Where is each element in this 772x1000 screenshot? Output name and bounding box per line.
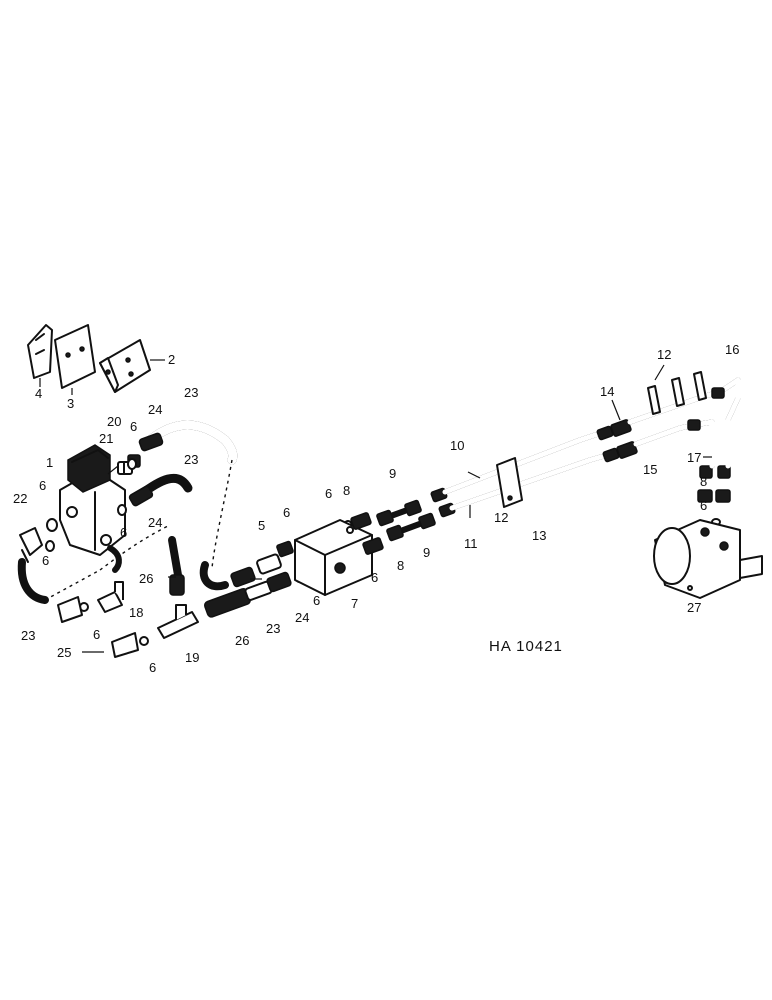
callout-19: 19 xyxy=(185,650,199,665)
callout-8-a: 8 xyxy=(343,483,350,498)
callout-6-f: 6 xyxy=(149,660,156,675)
callout-13: 13 xyxy=(532,528,546,543)
callout-17: 17 xyxy=(687,450,701,465)
callout-9-a: 9 xyxy=(389,466,396,481)
bracket-part-4 xyxy=(27,324,53,387)
callout-9-b: 9 xyxy=(423,545,430,560)
steel-lines-parts-16-17 xyxy=(687,377,741,469)
callout-23-d: 23 xyxy=(266,621,280,636)
callout-2: 2 xyxy=(168,352,175,367)
callout-8-c: 8 xyxy=(700,474,707,489)
fitting-parts-8 xyxy=(350,465,731,555)
callout-6-g: 6 xyxy=(283,505,290,520)
callout-26-b: 26 xyxy=(235,633,249,648)
callout-7: 7 xyxy=(351,596,358,611)
bracket-part-2 xyxy=(99,339,165,393)
callout-6-a: 6 xyxy=(39,478,46,493)
callout-4: 4 xyxy=(35,386,42,401)
callout-24-b: 24 xyxy=(148,515,162,530)
callout-6-b: 6 xyxy=(130,419,137,434)
clip-parts-12 xyxy=(647,364,707,415)
callout-24-a: 24 xyxy=(148,402,162,417)
clamp-part-13 xyxy=(496,457,523,508)
callout-23-b: 23 xyxy=(184,452,198,467)
hydraulic-motor-part-27 xyxy=(653,519,763,599)
callout-5: 5 xyxy=(258,518,265,533)
callout-23-c: 23 xyxy=(21,628,35,643)
callout-24-c: 24 xyxy=(295,610,309,625)
callout-26-a: 26 xyxy=(139,571,153,586)
control-valve-part-1 xyxy=(59,444,126,556)
callout-20: 20 xyxy=(107,414,121,429)
callout-6-c: 6 xyxy=(42,553,49,568)
callout-14: 14 xyxy=(600,384,614,399)
callout-6-k: 6 xyxy=(700,498,707,513)
callout-6-h: 6 xyxy=(313,593,320,608)
callout-25: 25 xyxy=(57,645,71,660)
hose-parts-23-24 xyxy=(17,420,238,604)
callout-12-b: 12 xyxy=(657,347,671,362)
adapter-parts-25 xyxy=(57,596,139,658)
callout-23-a: 23 xyxy=(184,385,198,400)
callout-21: 21 xyxy=(99,431,113,446)
callout-labels: 1 2 3 4 5 6 6 6 6 6 6 6 6 6 6 6 7 8 8 8 … xyxy=(13,342,739,675)
callout-6-e: 6 xyxy=(93,627,100,642)
callout-11: 11 xyxy=(464,536,478,551)
callout-1: 1 xyxy=(46,455,53,470)
steel-lines-parts-10-11 xyxy=(430,425,620,518)
callout-12-a: 12 xyxy=(494,510,508,525)
hose-assembly-parts-26-23-24 xyxy=(203,540,294,618)
callout-16: 16 xyxy=(725,342,739,357)
callout-3: 3 xyxy=(67,396,74,411)
plate-part-3 xyxy=(54,324,96,395)
elbow-part-18 xyxy=(97,581,124,613)
routing-dashed-lines xyxy=(44,459,233,601)
leader-lines xyxy=(107,399,712,580)
callout-27: 27 xyxy=(687,600,701,615)
callout-18: 18 xyxy=(129,605,143,620)
callout-6-d: 6 xyxy=(120,525,127,540)
tee-part-19 xyxy=(157,604,199,639)
callout-10: 10 xyxy=(450,438,464,453)
drawing-code: HA 10421 xyxy=(489,638,563,655)
callout-22: 22 xyxy=(13,491,27,506)
tube-parts-9 xyxy=(376,499,436,542)
callout-15: 15 xyxy=(643,462,657,477)
callout-6-j: 6 xyxy=(371,570,378,585)
callout-6-i: 6 xyxy=(325,486,332,501)
callout-8-b: 8 xyxy=(397,558,404,573)
manifold-block-part-7 xyxy=(294,519,373,596)
fitting-part-22 xyxy=(19,527,43,563)
